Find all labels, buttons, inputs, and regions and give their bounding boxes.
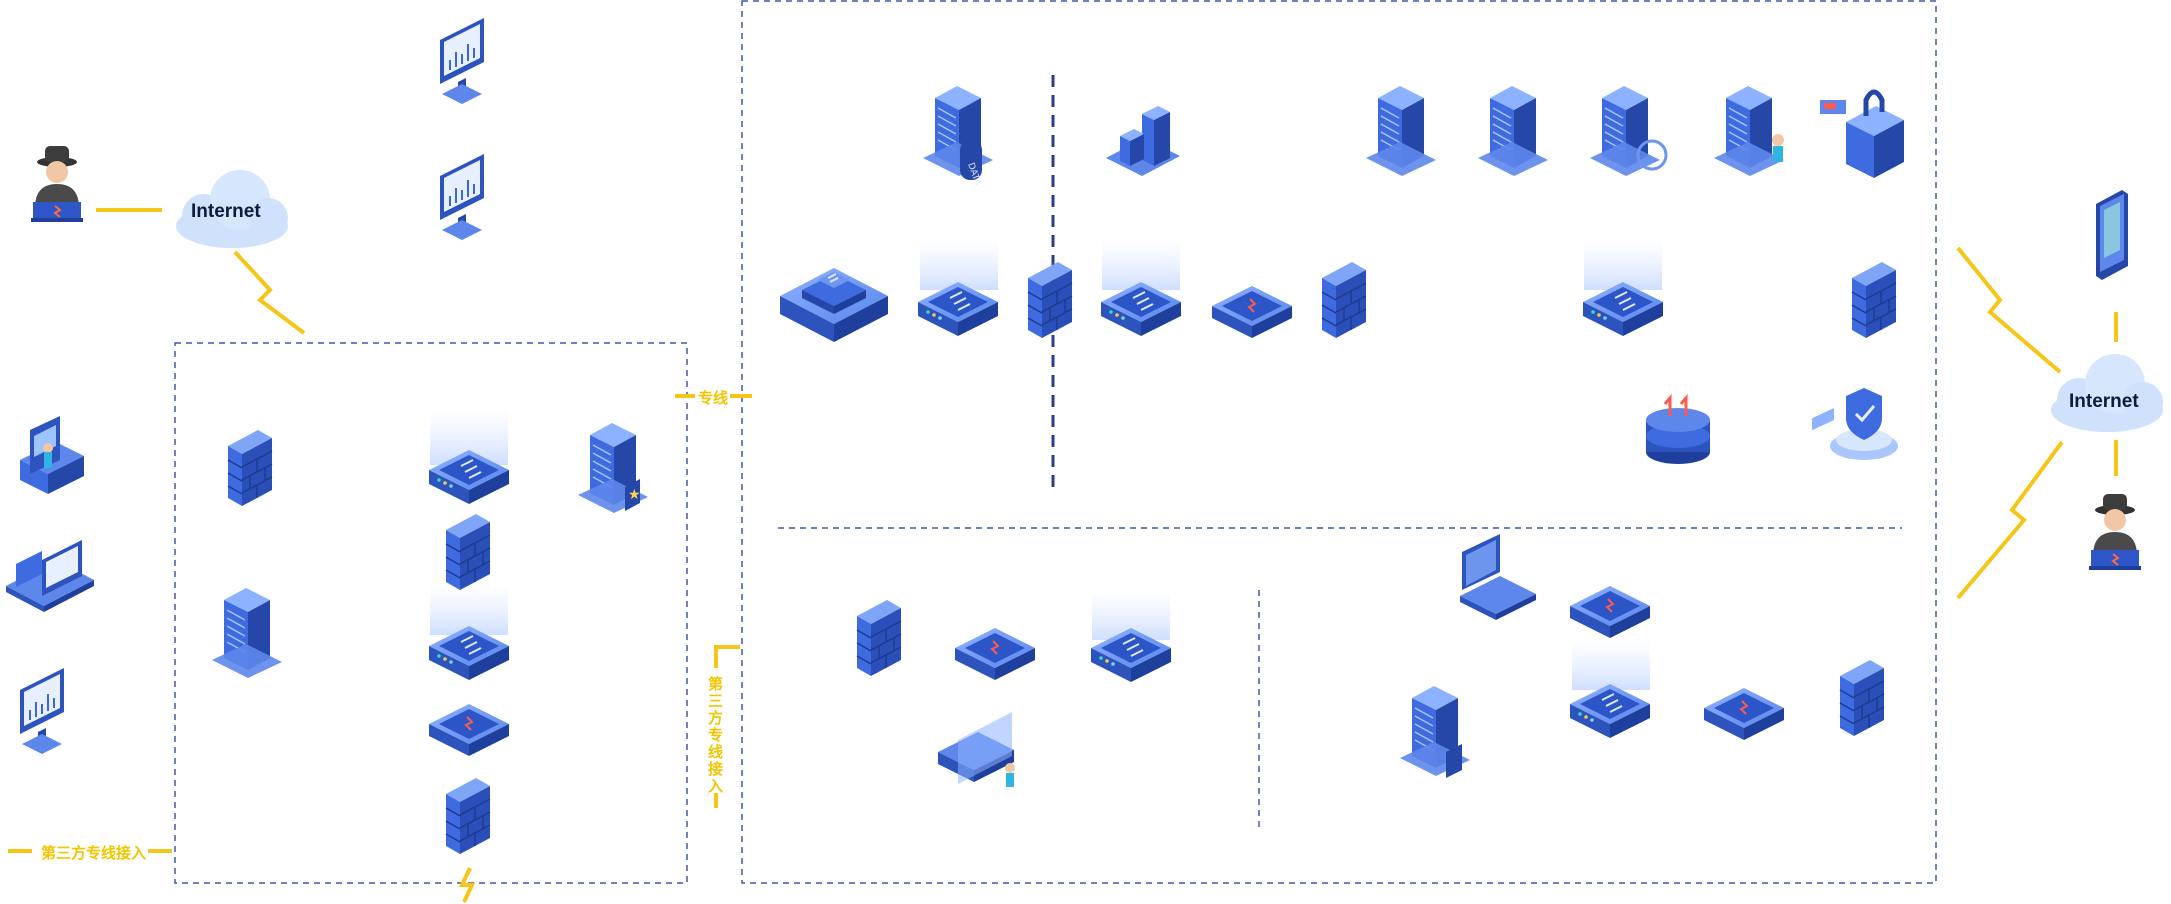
switch-bottom-1 — [1569, 683, 1651, 739]
firewall-branch-2 — [445, 513, 491, 591]
switch-dc-1 — [917, 281, 999, 337]
firewall-dc-bottom-1 — [856, 599, 902, 677]
svg-text:★: ★ — [628, 487, 641, 503]
building-cluster-icon — [1106, 106, 1180, 176]
internet-left-label: Internet — [191, 201, 261, 222]
branch-zone-border — [174, 342, 688, 884]
router-bottom-1 — [1569, 585, 1651, 639]
router-dc-bottom — [954, 627, 1036, 681]
firewall-dc-2 — [1321, 261, 1367, 339]
attacker-left — [30, 145, 84, 223]
core-switch-large — [780, 268, 888, 342]
firewall-dc-3 — [1851, 261, 1897, 339]
third-party-bottom-label: 第三方专线接入 — [41, 845, 147, 862]
dedicated-line-label: 专线 — [698, 390, 729, 407]
internet-right-label: Internet — [2069, 391, 2139, 412]
firewall-branch-3 — [445, 777, 491, 855]
database-upload-icon — [1646, 393, 1710, 464]
server-top-4 — [1713, 85, 1785, 177]
switch-dc-3 — [1582, 281, 1664, 337]
atm-icon — [20, 416, 84, 494]
mobile-phone-icon — [2096, 190, 2128, 280]
laptop-bottom — [1460, 534, 1536, 620]
router-bottom-2 — [1703, 687, 1785, 741]
data-server — [922, 85, 994, 177]
monitor-top-1 — [439, 17, 485, 105]
server-top-2 — [1477, 85, 1549, 177]
third-party-vertical-label: 第三方专线接入 — [708, 676, 724, 795]
attacker-right — [2088, 493, 2142, 571]
server-branch-2 — [211, 587, 283, 679]
lock-icon — [1820, 89, 1904, 178]
server-top-1 — [1365, 85, 1437, 177]
firewall-bottom-2 — [1839, 659, 1885, 737]
workstation-left — [6, 540, 94, 612]
datacenter-zone-border — [741, 0, 1937, 884]
presenter-display-icon — [938, 712, 1015, 787]
switch-dc-2 — [1100, 281, 1182, 337]
monitor-top-2 — [439, 153, 485, 241]
shield-icon — [1812, 388, 1898, 460]
router-dc-1 — [1211, 285, 1293, 339]
router-branch — [428, 703, 510, 757]
server-top-3 — [1589, 85, 1661, 177]
yellow-connectors — [8, 208, 2118, 903]
monitor-left — [19, 667, 65, 755]
firewall-branch-1 — [227, 429, 273, 507]
firewall-dc-1 — [1027, 261, 1073, 339]
